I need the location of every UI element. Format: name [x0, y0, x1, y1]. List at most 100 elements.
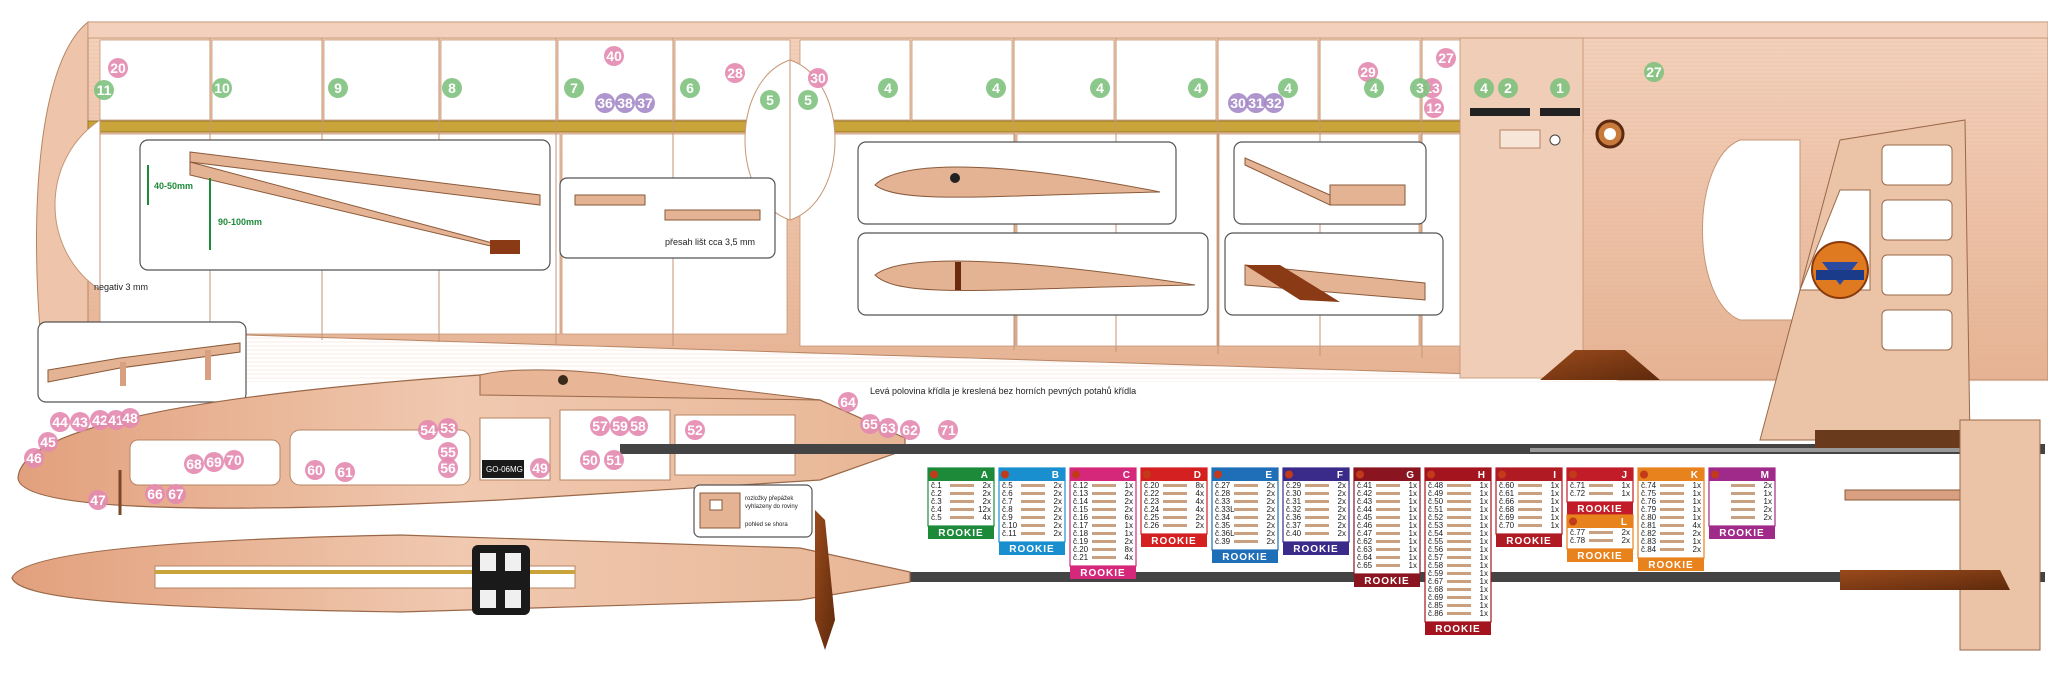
callout-circle — [628, 416, 648, 436]
sheet-part-no: č.6 — [1002, 489, 1013, 498]
callout-circle — [986, 78, 1006, 98]
sheet-part-qty: 2x — [1338, 521, 1346, 530]
part-shape — [1021, 492, 1045, 495]
part-shape — [1447, 548, 1471, 551]
part-shape — [1447, 516, 1471, 519]
callout-circle — [860, 414, 880, 434]
sheet-part-no: č.71 — [1570, 481, 1586, 490]
part-shape — [1305, 516, 1329, 519]
callout-number: 51 — [606, 452, 622, 468]
part-shape — [1660, 500, 1684, 503]
sheet-part-no: č.36 — [1286, 513, 1302, 522]
wing-callout: 29 — [1358, 62, 1378, 82]
fuselage-top — [11, 510, 911, 650]
sheet-part-qty: 2x — [1693, 545, 1701, 554]
rookie-label: ROOKIE — [1293, 544, 1338, 555]
callout-number: 44 — [52, 414, 68, 430]
part-shape — [1376, 540, 1400, 543]
callout-number: 71 — [940, 422, 956, 438]
sheet-letter: I — [1553, 470, 1556, 481]
part-shape — [1660, 548, 1684, 551]
brand-dot-icon — [1640, 470, 1648, 479]
wing-callout: 36 — [595, 93, 615, 113]
part-shape — [1376, 556, 1400, 559]
callout-circle — [680, 78, 700, 98]
sheet-part-qty: 2x — [1764, 481, 1772, 490]
rookie-badge: ROOKIE — [1141, 534, 1207, 547]
sheet-part-qty: 2x — [1267, 521, 1275, 530]
sheet-part-qty: 4x — [1196, 497, 1204, 506]
rib-detail-inset-small: přesah lišt cca 3,5 mm — [559, 177, 776, 259]
sheet-part-no: č.17 — [1073, 521, 1089, 530]
callout-circle — [1278, 78, 1298, 98]
part-shape — [1660, 516, 1684, 519]
callout-circle — [38, 432, 58, 452]
part-shape — [1447, 588, 1471, 591]
part-shape — [1731, 484, 1755, 487]
part-shape — [1021, 524, 1045, 527]
part-shape — [1518, 524, 1542, 527]
servo-inset-text-2: vyhlazeny do roviny — [745, 504, 798, 510]
fuselage-callout: 71 — [938, 420, 958, 440]
callout-number: 48 — [122, 410, 138, 426]
sheet-part-qty: 4x — [1196, 505, 1204, 514]
rookie-label: ROOKIE — [1080, 568, 1125, 579]
callout-circle — [50, 412, 70, 432]
sheet-part-qty: 2x — [1054, 513, 1062, 522]
callout-circle — [204, 452, 224, 472]
sheet-part-qty: 8x — [1196, 481, 1204, 490]
sheet-part-qty: 1x — [1480, 481, 1488, 490]
part-shape — [1660, 484, 1684, 487]
rookie-badge: ROOKIE — [1496, 534, 1562, 547]
sheet-part-no: č.31 — [1286, 497, 1302, 506]
callout-circle — [878, 418, 898, 438]
part-shape — [1376, 548, 1400, 551]
sheet-part-qty: 2x — [983, 489, 991, 498]
part-shape — [1589, 484, 1613, 487]
callout-number: 41 — [108, 412, 124, 428]
sheet-part-qty: 1x — [1409, 537, 1417, 546]
wing-callout: 27 — [1644, 62, 1664, 82]
callout-circle — [1358, 62, 1378, 82]
part-shape — [1092, 492, 1116, 495]
callout-number: 4 — [1480, 80, 1488, 96]
callout-number: 1 — [1556, 80, 1564, 96]
sheet-part-no: č.33L — [1215, 505, 1235, 514]
sheet-part-no: č.57 — [1428, 553, 1444, 562]
sheet-part-qty: 1x — [1693, 537, 1701, 546]
wing-callout: 9 — [328, 78, 348, 98]
sheet-part-no: č.29 — [1286, 481, 1302, 490]
sheet-letter: M — [1761, 470, 1769, 481]
sheet-part-qty: 2x — [1054, 505, 1062, 514]
part-shape — [1518, 484, 1542, 487]
sheet-part-no: č.41 — [1357, 481, 1373, 490]
part-shape — [1731, 516, 1755, 519]
sheet-part-no: č.69 — [1428, 593, 1444, 602]
dim-label-1: 40-50mm — [154, 181, 193, 191]
sheet-part-no: č.5 — [931, 513, 942, 522]
callout-circle — [604, 450, 624, 470]
stabilizer — [1815, 419, 2041, 651]
part-shape — [1305, 500, 1329, 503]
callout-number: 5 — [804, 92, 812, 108]
callout-number: 40 — [606, 48, 622, 64]
callout-circle — [1364, 78, 1384, 98]
sheet-part-no: č.80 — [1641, 513, 1657, 522]
part-shape — [1163, 492, 1187, 495]
sheet-part-no: č.50 — [1428, 497, 1444, 506]
sheet-part-no: č.1 — [931, 481, 942, 490]
wing-callout: 40 — [604, 46, 624, 66]
sheet-part-no: č.52 — [1428, 513, 1444, 522]
part-shape — [1447, 612, 1471, 615]
airfoil-inset-1 — [857, 141, 1177, 225]
rookie-label: ROOKIE — [938, 528, 983, 539]
sheet-part-no: č.67 — [1428, 577, 1444, 586]
sheet-part-qty: 1x — [1409, 513, 1417, 522]
part-shape — [1092, 484, 1116, 487]
servo-mount-inset: rozložky přepážek vyhlazeny do roviny po… — [693, 484, 813, 538]
callout-number: 9 — [334, 80, 342, 96]
wing-callout: 4 — [1090, 78, 1110, 98]
sheet-part-no: č.48 — [1428, 481, 1444, 490]
sheet-part-qty: 2x — [1338, 529, 1346, 538]
